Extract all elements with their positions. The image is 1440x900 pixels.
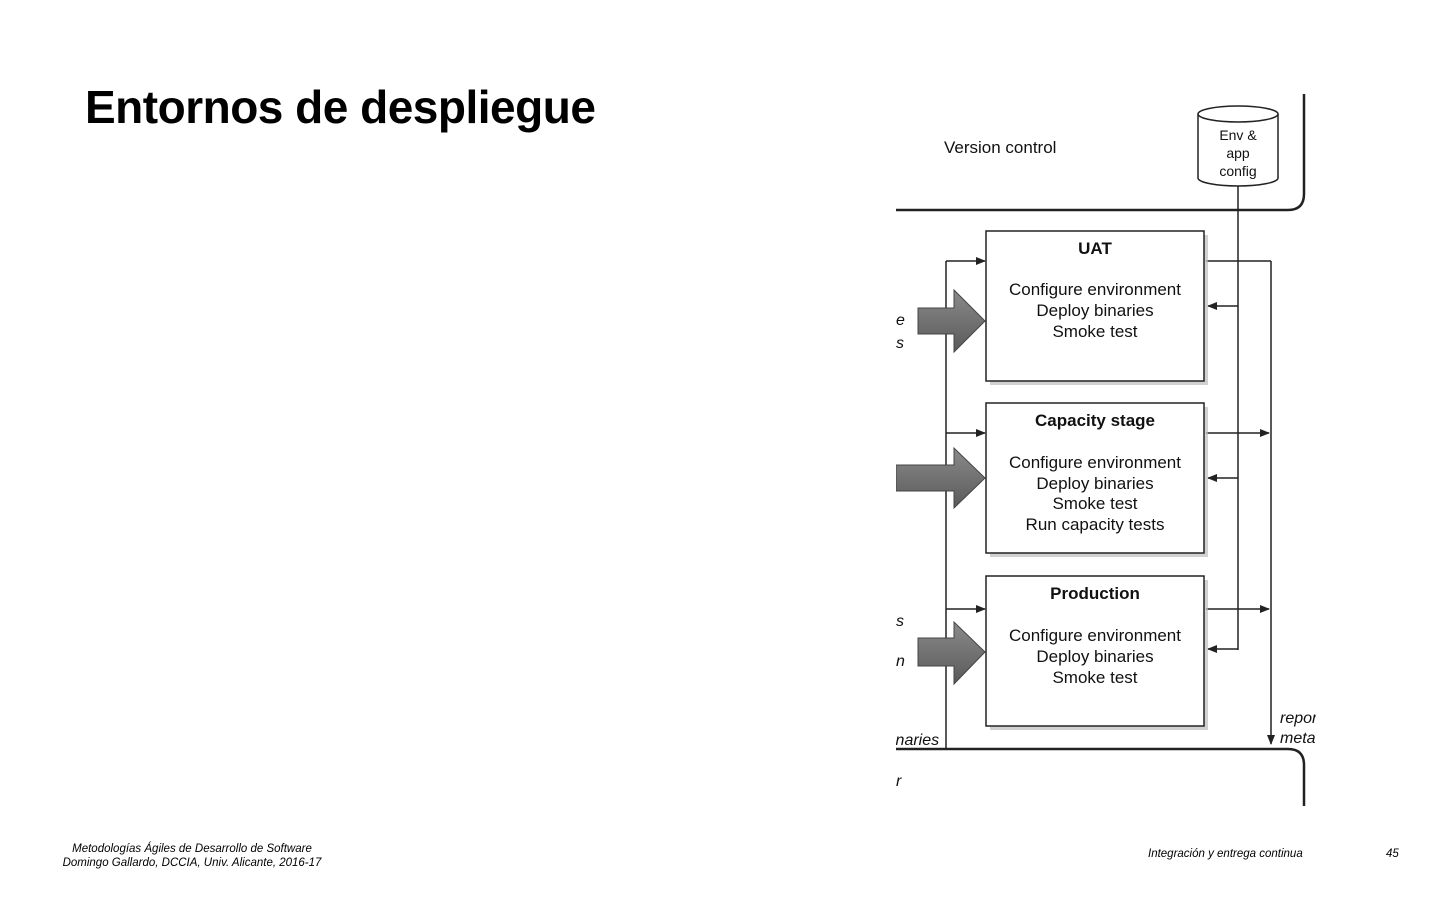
version-control-label: Version control [944, 138, 1056, 157]
stage-capacity-step-3: Smoke test [1052, 494, 1137, 513]
artifact-repository-container [896, 747, 1306, 806]
cropped-fragment: inaries [896, 732, 939, 749]
stage-production: Production Configure environment Deploy … [985, 575, 1208, 730]
stage-capacity: Capacity stage Configure environment Dep… [985, 402, 1208, 557]
release-arrow-uat [917, 288, 986, 354]
page-number: 45 [1386, 848, 1399, 860]
stage-uat-step-3: Smoke test [1052, 322, 1137, 341]
stage-production-step-3: Smoke test [1052, 668, 1137, 687]
footer-course: Metodologías Ágiles de Desarrollo de Sof… [72, 843, 312, 855]
footer-credits: Metodologías Ágiles de Desarrollo de Sof… [56, 842, 328, 870]
cropped-fragment: r [896, 773, 902, 790]
config-database-icon: Env & app config [1197, 105, 1279, 187]
stage-uat-step-1: Configure environment [1009, 280, 1181, 299]
config-label-line-2: app [1226, 145, 1250, 161]
footer-topic: Integración y entrega continua [1148, 848, 1303, 860]
stage-production-step-1: Configure environment [1009, 626, 1181, 645]
cropped-fragment: s [896, 335, 904, 352]
stage-uat-step-2: Deploy binaries [1036, 301, 1153, 320]
stage-uat-title: UAT [1078, 239, 1112, 258]
cropped-fragment: n [896, 653, 905, 670]
reports-label-line-1: reports [1280, 710, 1316, 727]
config-label-line-3: config [1219, 163, 1256, 179]
config-label-line-1: Env & [1219, 127, 1257, 143]
deployment-pipeline-diagram: Version control Env & app config [896, 94, 1316, 806]
stage-production-step-2: Deploy binaries [1036, 647, 1153, 666]
stage-uat: UAT Configure environment Deploy binarie… [985, 230, 1208, 385]
stage-capacity-step-1: Configure environment [1009, 453, 1181, 472]
slide-title: Entornos de despliegue [85, 81, 596, 133]
release-arrow-production [917, 620, 986, 686]
stage-capacity-step-4: Run capacity tests [1026, 515, 1165, 534]
release-arrow-capacity [896, 446, 986, 510]
footer-author: Domingo Gallardo, DCCIA, Univ. Alicante,… [62, 857, 322, 869]
version-control-container [896, 94, 1306, 212]
cropped-fragment: e [896, 312, 905, 329]
stage-capacity-step-2: Deploy binaries [1036, 474, 1153, 493]
stage-production-title: Production [1050, 584, 1140, 603]
cropped-fragment: s [896, 613, 904, 630]
stage-capacity-title: Capacity stage [1035, 411, 1155, 430]
reports-label-line-2: metadata [1280, 730, 1316, 747]
